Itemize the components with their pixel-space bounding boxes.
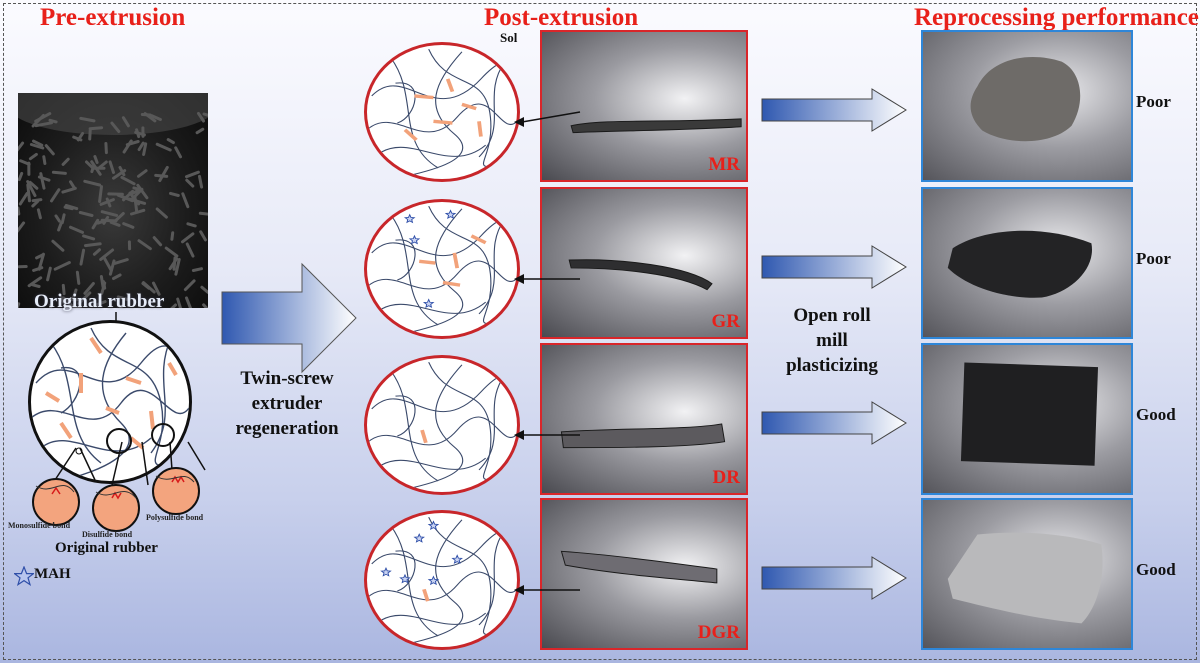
mah-star-icon [408,234,421,245]
reprocessed-sheet [947,230,1093,298]
process-arrow-icon [760,555,910,601]
pointer-arrow-icon [512,578,582,598]
network-drawing [367,362,517,490]
bond-label-disulfide: Disulfide bond [82,530,133,539]
heading-reprocessing: Reprocessing performance [914,4,1199,31]
network-circle-dgr [364,510,520,650]
sol-label: Sol [500,30,518,45]
sample-tag: GR [711,311,741,332]
bond-label-monosulfide: Monosulfide bond [8,521,71,530]
extrudate-photo-dr: DR [540,343,748,495]
original-rubber-photo [18,93,208,308]
sample-tag: MR [708,154,740,175]
process-arrow-icon [760,400,910,446]
rubber-crumbs-texture [18,93,208,308]
network-circle-mr [364,42,520,182]
performance-label-dgr: Good [1136,560,1176,579]
reprocessed-photo-gr [921,187,1133,339]
reprocessed-photo-dr [921,343,1133,495]
network-circle-gr [364,199,520,339]
label-twin-screw: Twin-screw extruder regeneration [235,368,339,439]
polysulfide-bond-circle [152,467,200,515]
mah-star-icon [427,575,440,586]
label-open-roll-mill: Open roll mill plasticizing [786,305,878,376]
mah-star-icon [427,520,440,530]
sample-tag: DR [712,467,740,488]
extrudate-strip [560,423,726,449]
performance-label-dr: Good [1136,405,1176,424]
heading-post-extrusion: Post-extrusion [484,4,639,31]
mah-star-icon [399,573,411,584]
heading-pre-extrusion: Pre-extrusion [40,4,186,31]
reprocessed-sheet [947,532,1103,624]
pointer-arrow-icon [512,110,582,130]
bond-sulfur-marks [35,475,195,500]
photo-label-original-rubber: Original rubber [34,291,165,312]
extrudate-photo-gr: GR [540,187,748,339]
reprocessed-sheet [970,56,1081,142]
legend-mah: MAH [34,566,71,582]
extrudate-strip [568,259,713,291]
sample-tag: DGR [697,622,740,643]
mah-star-icon [413,533,425,543]
mah-star-icon [380,566,392,577]
reprocessed-sheet [960,362,1099,466]
reprocessed-photo-mr [921,30,1133,182]
bond-zoom-lines [54,441,206,486]
bond-label-polysulfide: Polysulfide bond [146,513,204,522]
caption-original-rubber: Original rubber [55,540,158,556]
reprocessed-photo-dgr [921,498,1133,650]
pointer-arrow-icon [512,423,582,443]
extruder-arrow-icon [221,262,357,374]
mah-star-icon [422,298,435,309]
network-drawing [367,517,517,645]
extrudate-photo-mr: MR [540,30,748,182]
mah-star-icon [403,213,416,224]
extrudate-strip [570,118,742,134]
extrudate-photo-dgr: DGR [540,498,748,650]
network-drawing [367,49,517,177]
extrudate-strip [560,550,718,584]
pointer-arrow-icon [512,267,582,287]
performance-label-gr: Poor [1136,249,1171,268]
performance-label-mr: Poor [1136,92,1171,111]
monosulfide-bond-circle [32,478,80,526]
network-drawing [367,206,517,334]
mah-star-icon [444,209,457,219]
process-arrow-icon [760,87,910,133]
original-network-circle [28,320,192,484]
disulfide-bond-circle [92,484,140,532]
mah-star-icon [451,554,463,564]
network-circle-dr [364,355,520,495]
process-arrow-icon [760,244,910,290]
star-icon [14,566,34,586]
